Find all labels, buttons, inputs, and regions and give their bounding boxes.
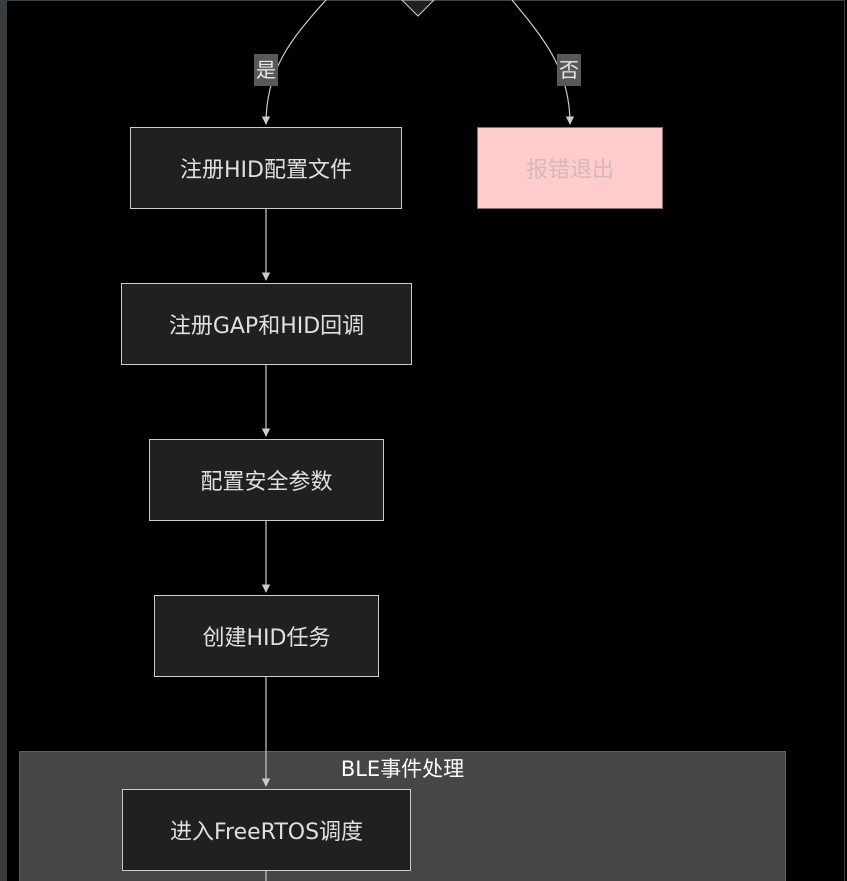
node-config-security[interactable]: 配置安全参数 [149,439,384,521]
edge-no [511,0,575,125]
node-register-hid-profile[interactable]: 注册HID配置文件 [130,127,402,209]
left-scroll-edge [0,0,7,881]
node-create-hid-task[interactable]: 创建HID任务 [154,595,379,677]
cluster-title: BLE事件处理 [340,757,465,781]
decision-diamond-tip [401,0,435,17]
node-register-gap-hid-callback[interactable]: 注册GAP和HID回调 [121,283,412,365]
right-border [844,0,845,881]
edge-label-no: 否 [557,54,581,86]
edge-yes [261,0,327,125]
node-enter-freertos-scheduler[interactable]: 进入FreeRTOS调度 [122,789,411,871]
node-error-exit[interactable]: 报错退出 [477,127,663,209]
edge-label-yes: 是 [254,54,278,86]
